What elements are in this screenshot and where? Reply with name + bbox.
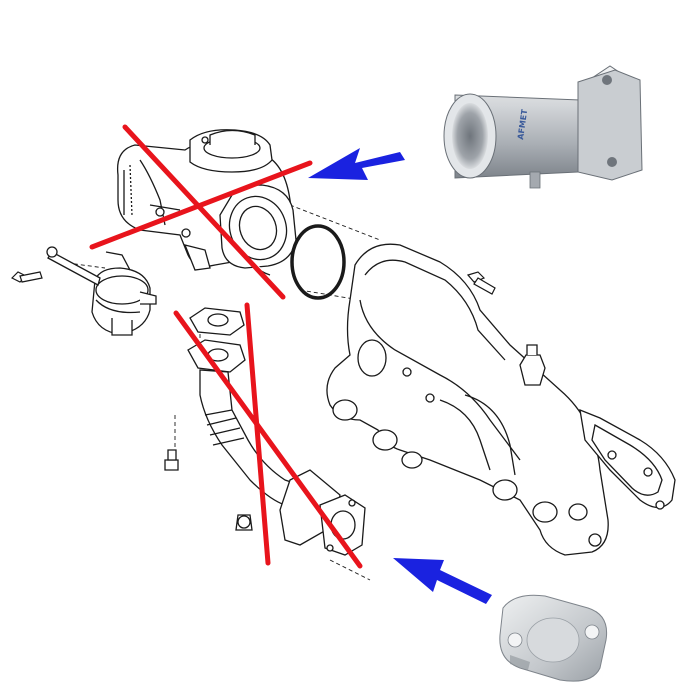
intake-manifold	[326, 243, 609, 556]
egr-blanking-plate	[499, 594, 608, 682]
arrow-to-egr-port	[308, 148, 405, 180]
egr-delete-pipe: AFMET	[443, 65, 643, 189]
arrow-to-pipe-flange	[393, 558, 492, 604]
o-ring	[290, 224, 346, 300]
bolt-left	[10, 271, 43, 283]
manifold-gasket	[579, 408, 676, 510]
vacuum-actuator	[46, 246, 157, 336]
cross-out-egr-pipe	[173, 302, 363, 569]
delete-pipe-logo: AFMET	[516, 108, 529, 140]
egr-pipe	[164, 307, 366, 556]
cross-out-egr-valve	[89, 124, 313, 300]
bolt-right	[466, 271, 496, 295]
